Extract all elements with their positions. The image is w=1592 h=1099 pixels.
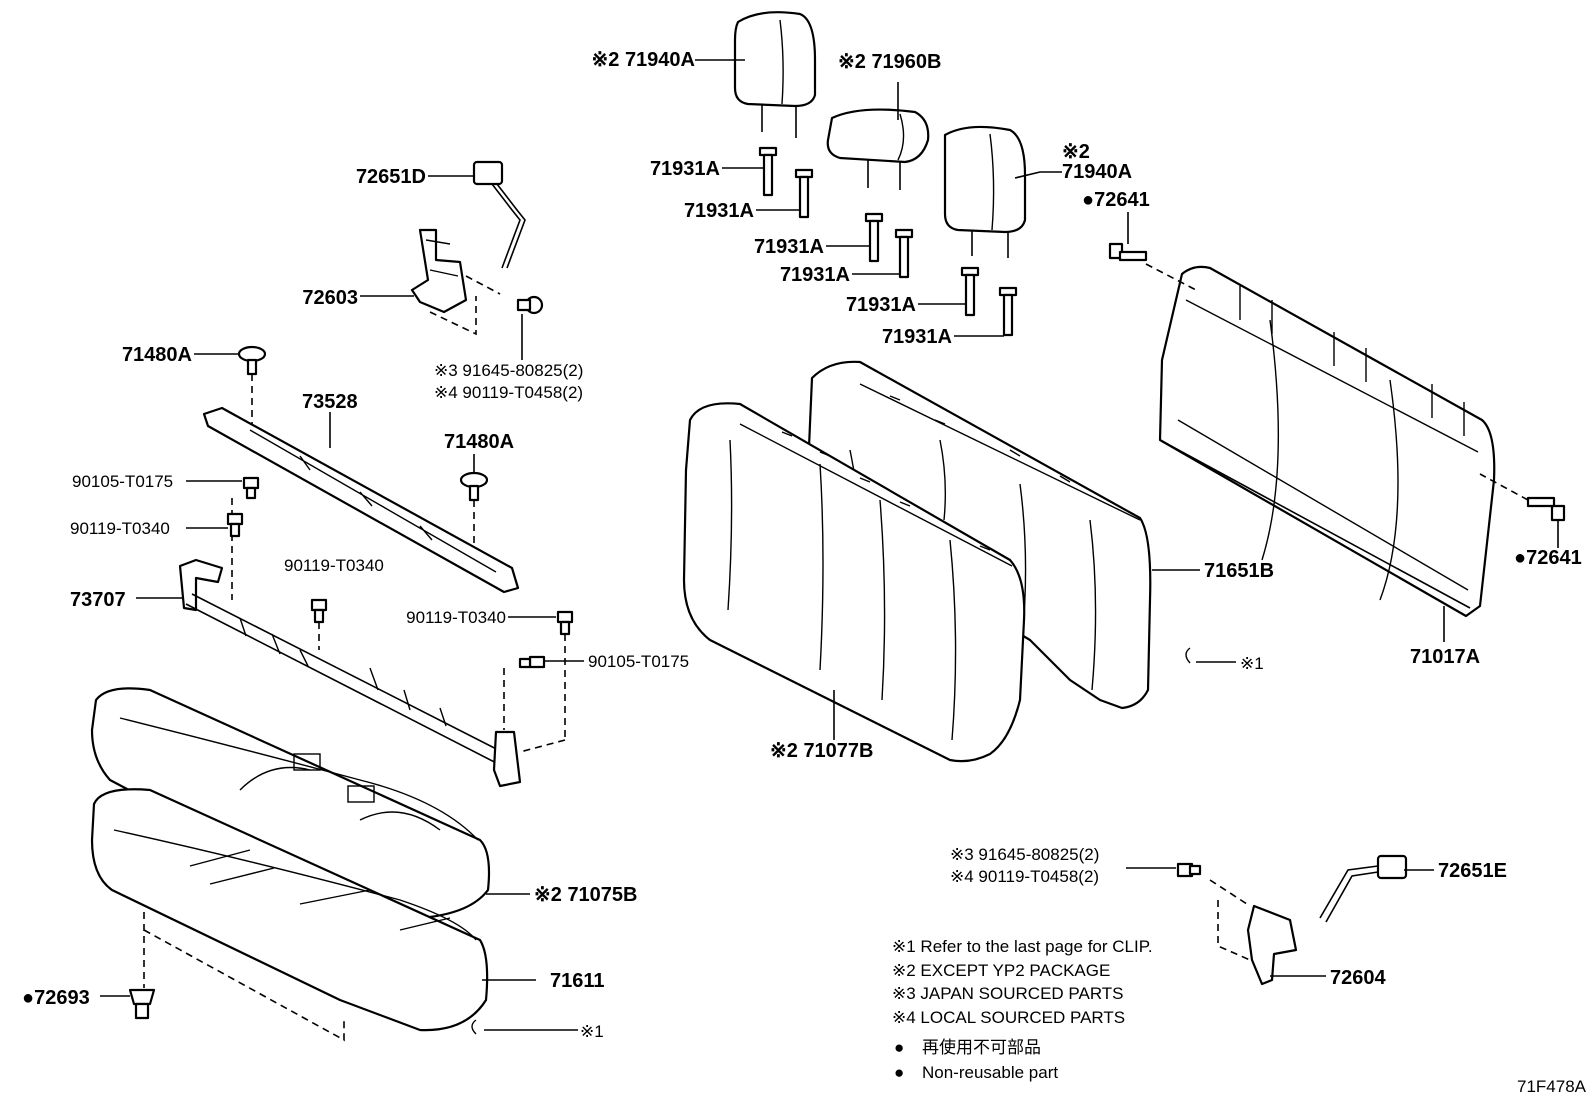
clip-71480A-left: [237, 345, 267, 430]
callout-bolt-local-top: ※4 90119-T0458(2): [434, 383, 583, 402]
callout-71075B: ※2 71075B: [534, 884, 638, 906]
callout-71940A-right-mark: ※2: [1062, 141, 1090, 163]
clip-symbol-mid: [1185, 647, 1191, 664]
callout-72641-top: ●72641: [1082, 189, 1150, 211]
callout-71077B: ※2 71077B: [770, 740, 874, 762]
lock-knob-72651E: [1319, 854, 1408, 923]
bolt-90119-mid: [310, 598, 328, 650]
callout-bolt-jp-bottom: ※3 91645-80825(2): [950, 845, 1099, 864]
callout-bolt-jp-top: ※3 91645-80825(2): [434, 361, 583, 380]
note-clip: ※1 Refer to the last page for CLIP.: [892, 937, 1153, 956]
headrest-guide-set: [758, 146, 1018, 337]
callout-71931A-1: 71931A: [650, 158, 720, 180]
note-japan-sourced: ※3 JAPAN SOURCED PARTS: [892, 984, 1124, 1003]
callout-bolt-local-bottom: ※4 90119-T0458(2): [950, 867, 1099, 886]
callout-71931A-6: 71931A: [882, 326, 952, 348]
callout-clip-mid: ※1: [1240, 654, 1264, 673]
legend-label-en: Non-reusable part: [922, 1063, 1058, 1082]
callout-71931A-3: 71931A: [754, 236, 824, 258]
seatback-frame-71017A: [1158, 265, 1496, 618]
callout-72641-right: ●72641: [1514, 547, 1582, 569]
callout-90105-right: 90105-T0175: [588, 652, 689, 671]
callout-71651B: 71651B: [1204, 560, 1274, 582]
callout-73528: 73528: [302, 391, 358, 413]
footnotes: ※1 Refer to the last page for CLIP. ※2 E…: [892, 937, 1153, 1027]
bolt-90119-left: [226, 512, 244, 538]
callout-90119-mid: 90119-T0340: [284, 556, 384, 575]
lock-bracket-72604: [1246, 904, 1298, 986]
clip-72693: [128, 912, 345, 1042]
bolt-90105-left: [231, 476, 260, 600]
lock-knob-72651D: [472, 160, 526, 269]
callout-71480A-mid: 71480A: [444, 431, 514, 453]
callout-72603: 72603: [302, 287, 358, 309]
callout-90119-left: 90119-T0340: [70, 519, 170, 538]
callout-71611: 71611: [550, 970, 605, 992]
headrest-71940A-right: [943, 125, 1027, 258]
callout-71960B: ※2 71960B: [838, 51, 942, 73]
bolt-90105-right: [503, 655, 566, 753]
seatback-cover-71077B: [682, 402, 1026, 763]
leader-lines: [100, 59, 1559, 1031]
clip-symbol-bottom: [471, 1019, 477, 1035]
callout-labels: ※2 71940A ※2 71960B ※2 71940A 71931A 719…: [22, 49, 1582, 1041]
legend-label-jp: 再使用不可部品: [922, 1037, 1041, 1057]
callout-71931A-2: 71931A: [684, 200, 754, 222]
note-local-sourced: ※4 LOCAL SOURCED PARTS: [892, 1008, 1125, 1027]
note-except-yp2: ※2 EXCEPT YP2 PACKAGE: [892, 961, 1110, 980]
callout-71940A-right: 71940A: [1062, 161, 1132, 183]
callout-72604: 72604: [1330, 967, 1386, 989]
headrest-71940A-left: [733, 11, 817, 138]
callout-71940A-left: ※2 71940A: [592, 49, 696, 71]
callout-71931A-5: 71931A: [846, 294, 916, 316]
legend-bullet-jp-icon: ●: [894, 1038, 904, 1057]
trim-panel-73528: [202, 406, 520, 594]
headrest-71960B: [826, 108, 930, 190]
seat-cushion-cover-71075B: [90, 687, 491, 920]
bolt-72641-top: [1108, 242, 1197, 291]
bolt-lower-right: [1176, 862, 1251, 961]
seat-frame-73707: [178, 558, 522, 788]
callout-72651D: 72651D: [356, 166, 426, 188]
callout-71931A-4: 71931A: [780, 264, 850, 286]
callout-72693: ●72693: [22, 987, 90, 1009]
legend-bullet-en-icon: ●: [894, 1063, 904, 1082]
diagram-id: 71F478A: [1517, 1077, 1587, 1096]
callout-90105-left: 90105-T0175: [72, 472, 173, 491]
bolt-90119-right: [556, 610, 574, 740]
callout-73707: 73707: [70, 589, 126, 611]
lock-bracket-72603: [410, 228, 544, 336]
legend: ● 再使用不可部品 ● Non-reusable part: [894, 1037, 1058, 1082]
callout-90119-right: 90119-T0340: [406, 608, 506, 627]
callout-71480A-left: 71480A: [122, 344, 192, 366]
callout-72651E: 72651E: [1438, 860, 1507, 882]
callout-71017A: 71017A: [1410, 646, 1480, 668]
callout-clip-bottom: ※1: [580, 1022, 604, 1041]
seat-cushion-pad-71611: [90, 788, 489, 1032]
